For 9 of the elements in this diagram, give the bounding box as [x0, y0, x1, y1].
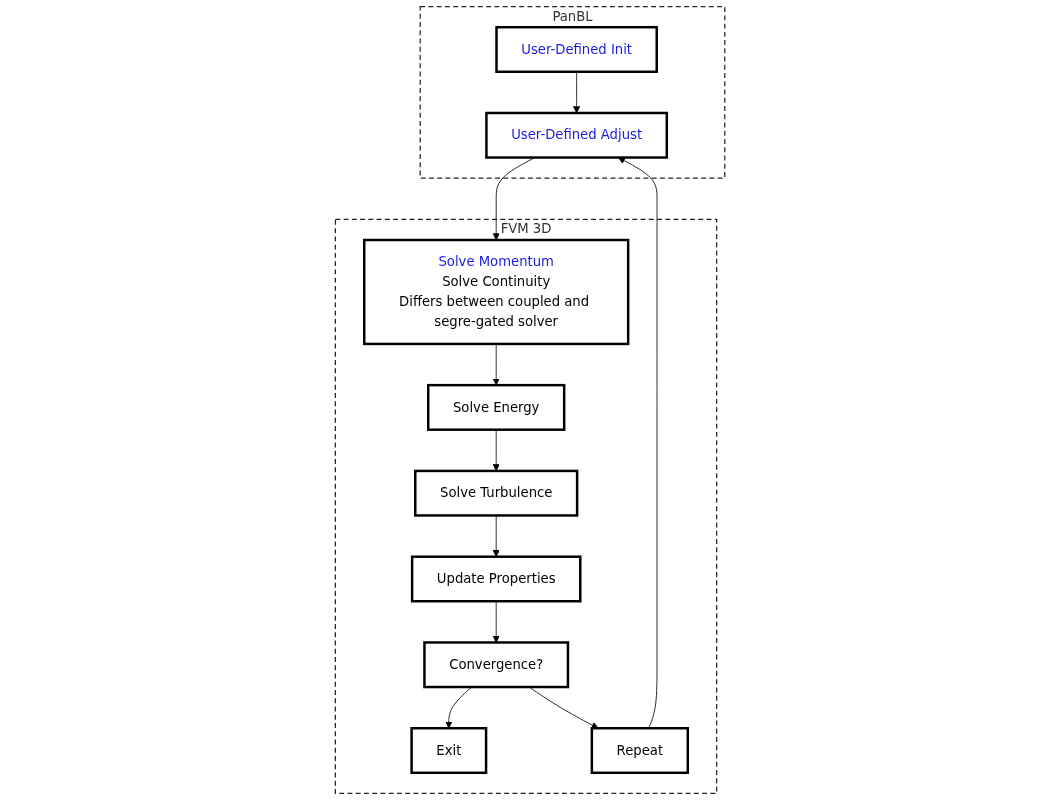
node-box: User-Defined Init	[495, 26, 659, 73]
node-box: Repeat	[591, 727, 690, 774]
node-box: Convergence?	[423, 641, 570, 689]
node-box: User-Defined Adjust	[485, 111, 669, 159]
node-box: Solve Momentum Solve Continuity Differs between coupled and segre-gated solver	[363, 238, 630, 346]
node-box: Solve Turbulence	[414, 469, 579, 517]
node-box: Solve Energy	[427, 383, 566, 431]
node-box: Exit	[410, 727, 488, 774]
node-box: Update Properties	[411, 555, 582, 603]
